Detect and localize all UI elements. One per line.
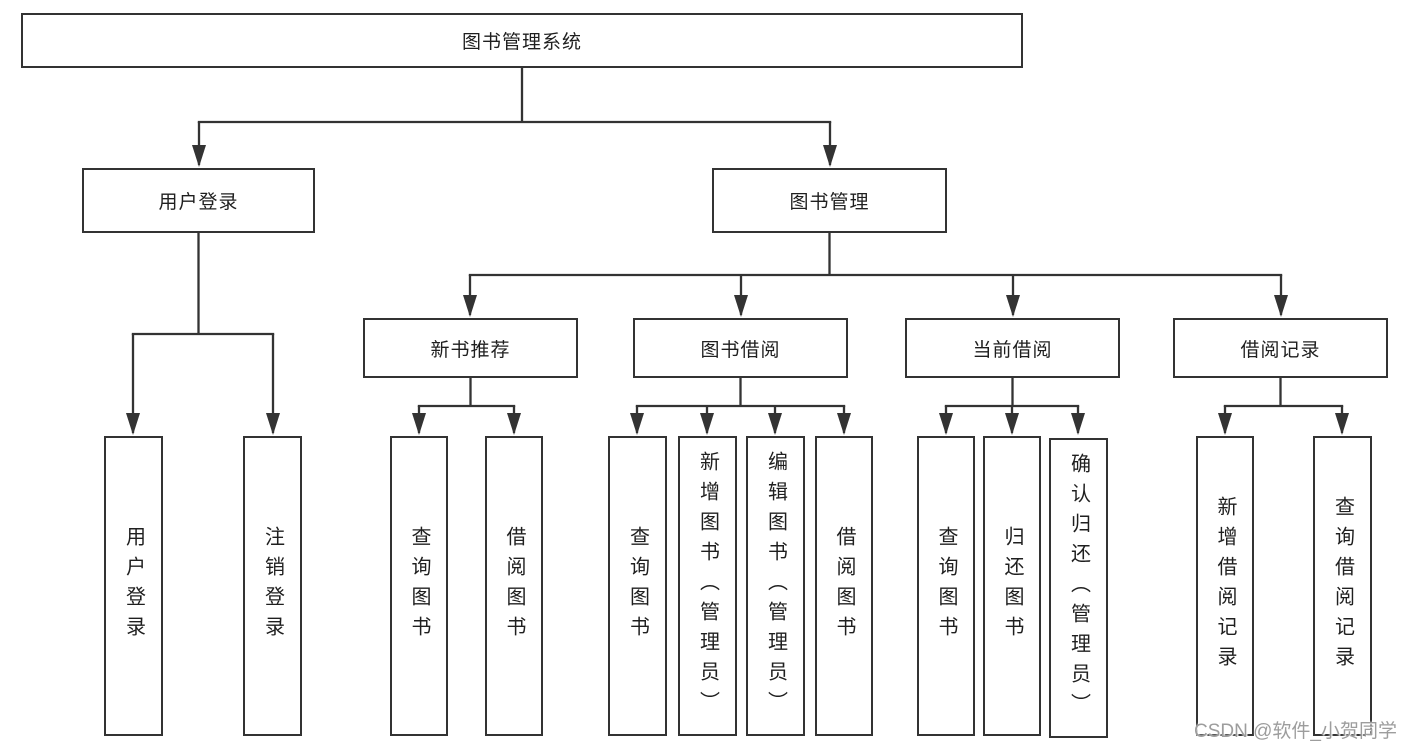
book-management-branch: [463, 233, 1288, 317]
node-label: 查询图书: [935, 526, 957, 646]
leaf-logout: 注销登录: [243, 436, 302, 736]
node-label: 新书推荐: [430, 339, 511, 361]
node-label: 图书管理: [789, 192, 870, 213]
new-book-branch: [412, 378, 521, 435]
leaf-query-borrow-record: 查询借阅记录: [1313, 436, 1372, 736]
node-label: 注销登录: [261, 526, 284, 646]
leaf-newbook-query-books: 查询图书: [390, 436, 448, 736]
node-library-system: 图书管理系统: [21, 13, 1023, 68]
node-label: 用户登录: [122, 526, 145, 646]
node-label: 图书借阅: [700, 339, 781, 361]
leaf-borrowing-query-books: 查询图书: [608, 436, 667, 736]
leaf-return-books: 归还图书: [983, 436, 1041, 736]
leaf-borrowing-borrow-books: 借阅图书: [815, 436, 873, 736]
leaf-edit-books-admin: 编辑图书（管理员）: [746, 436, 805, 736]
csdn-watermark: CSDN @软件_小贺同学: [1194, 721, 1397, 742]
leaf-current-query-books: 查询图书: [917, 436, 975, 736]
leaf-add-books-admin: 新增图书（管理员）: [678, 436, 737, 736]
node-user-login: 用户登录: [82, 168, 315, 233]
node-current-borrowing: 当前借阅: [905, 318, 1120, 378]
node-label: 借阅图书: [503, 526, 525, 646]
book-borrowing-branch: [630, 378, 851, 435]
leaf-confirm-return-admin: 确认归还（管理员）: [1049, 438, 1108, 738]
borrowing-records-branch: [1218, 378, 1349, 435]
node-borrowing-records: 借阅记录: [1173, 318, 1388, 378]
node-label: 编辑图书（管理员）: [764, 451, 787, 721]
node-label: 借阅记录: [1240, 339, 1321, 361]
node-label: 查询图书: [408, 526, 430, 646]
node-label: 当前借阅: [972, 339, 1053, 361]
leaf-add-borrow-record: 新增借阅记录: [1196, 436, 1254, 736]
node-label: 归还图书: [1001, 526, 1023, 646]
node-label: 新增借阅记录: [1214, 496, 1236, 676]
node-label: 查询图书: [626, 526, 649, 646]
node-label: 新增图书（管理员）: [696, 451, 719, 721]
node-book-management: 图书管理: [712, 168, 947, 233]
node-label: 图书管理系统: [461, 32, 582, 53]
node-label: 查询借阅记录: [1331, 496, 1354, 676]
node-new-book-recommendation: 新书推荐: [363, 318, 578, 378]
root-branch: [192, 68, 837, 167]
user-login-branch: [126, 233, 280, 435]
node-label: 确认归还（管理员）: [1067, 453, 1090, 723]
node-book-borrowing: 图书借阅: [633, 318, 848, 378]
current-borrowing-branch: [939, 378, 1085, 435]
leaf-newbook-borrow-books: 借阅图书: [485, 436, 543, 736]
node-label: 借阅图书: [833, 526, 855, 646]
node-label: 用户登录: [158, 192, 239, 213]
leaf-user-login: 用户登录: [104, 436, 163, 736]
